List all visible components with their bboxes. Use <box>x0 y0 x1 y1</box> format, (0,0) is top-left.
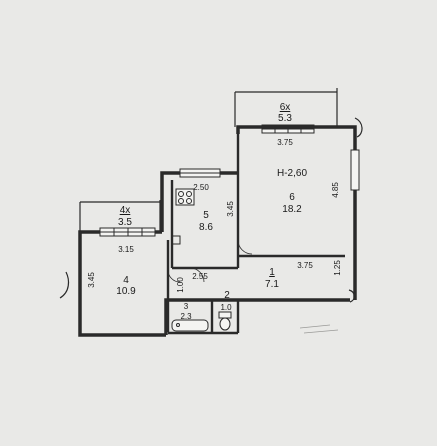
scan-mark <box>299 324 339 334</box>
room-2-area: 1.0 <box>220 303 232 312</box>
door-swings <box>167 239 253 283</box>
stove-icon <box>175 188 195 206</box>
room-6x-area: 5.3 <box>278 113 292 124</box>
neighbour-wall-right <box>348 117 363 303</box>
window-kitchen <box>179 168 221 178</box>
dim-kitchen-width: 2.50 <box>193 183 209 192</box>
room-1-area: 7.1 <box>265 279 279 290</box>
balcony-4x <box>79 200 161 232</box>
ceiling-height: Н-2,60 <box>277 168 307 179</box>
room-5-number: 5 <box>203 210 209 221</box>
room-4x-area: 3.5 <box>118 217 132 228</box>
bathtub-icon <box>171 319 209 332</box>
balcony-6x <box>234 88 338 127</box>
toilet-icon <box>218 311 232 331</box>
dim-balcony6-width: 3.75 <box>277 138 293 147</box>
window-balcony-6x <box>261 124 315 134</box>
dim-room4-width: 3.15 <box>118 245 134 254</box>
neighbour-wall-left <box>59 271 70 299</box>
room-4-number: 4 <box>123 275 129 286</box>
room-4x-number: 4х <box>120 205 131 216</box>
dim-corridor-depth: 1.00 <box>176 277 185 293</box>
room-6x-number: 6х <box>280 102 291 113</box>
inner-walls <box>166 134 345 335</box>
dim-kitchen-depth: 3.45 <box>226 201 235 217</box>
room-5-area: 8.6 <box>199 222 213 233</box>
room-6-area: 18.2 <box>282 204 302 215</box>
window-room-4 <box>99 227 156 237</box>
room-3-number: 3 <box>184 302 189 311</box>
dim-room4-depth: 3.45 <box>87 272 96 288</box>
room-4-area: 10.9 <box>116 286 136 297</box>
room-3-area: 2.3 <box>180 312 192 321</box>
sink-icon <box>172 235 181 245</box>
dim-hall-right-width: 3.75 <box>297 261 313 270</box>
room-2-number: 2 <box>224 290 230 301</box>
dim-hall-width: 2.55 <box>192 272 208 281</box>
room-1-number: 1 <box>269 267 275 278</box>
window-room-6-side <box>350 149 360 191</box>
room-6-number: 6 <box>289 192 295 203</box>
dim-hall-depth: 1.25 <box>333 260 342 276</box>
dim-room6-depth: 4.85 <box>331 182 340 198</box>
